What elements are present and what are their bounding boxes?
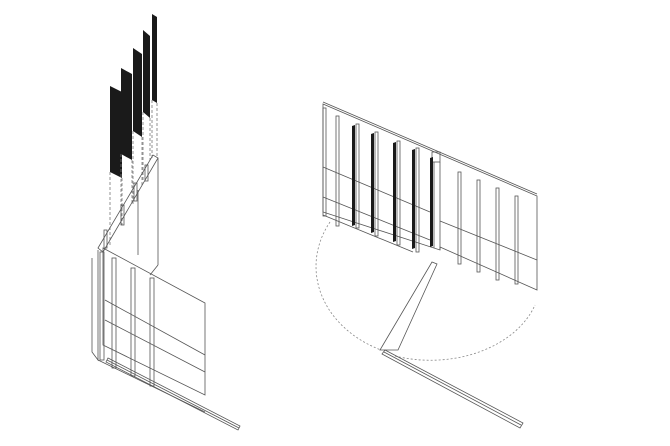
white-studs [355, 123, 519, 285]
black-panel [110, 86, 122, 178]
black-fin [430, 157, 433, 247]
black-panel [143, 30, 150, 118]
door-leaf [379, 261, 438, 351]
black-fin [393, 142, 396, 242]
black-fins [352, 125, 433, 249]
right-assembly [315, 101, 538, 429]
black-panel [133, 48, 142, 137]
swing-arc [315, 221, 536, 361]
black-panel [152, 14, 157, 103]
side-wall [97, 154, 159, 276]
floor-rail [105, 357, 241, 431]
exploded-black-panels [110, 14, 157, 178]
black-fin [412, 149, 415, 249]
floor-rail [381, 349, 524, 429]
black-fin [352, 125, 355, 226]
black-panel [121, 68, 132, 160]
front-wall [91, 247, 206, 413]
black-fin [371, 133, 374, 233]
door-swing [315, 221, 536, 361]
left-assembly [91, 14, 241, 431]
projection-dashes [109, 100, 158, 245]
